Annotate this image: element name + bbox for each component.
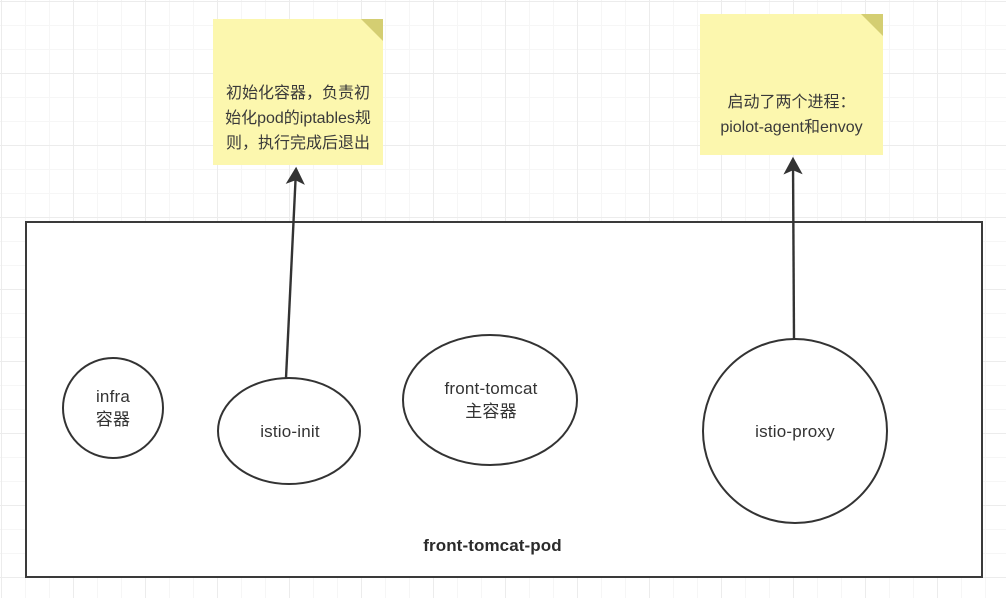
sticky-note-istio-proxy[interactable]: 启动了两个进程：piolot-agent和envoy	[700, 14, 883, 155]
connector-istio-init[interactable]	[284, 166, 305, 379]
container-shape-istio-proxy[interactable]	[702, 338, 888, 524]
pod-title: front-tomcat-pod	[423, 536, 562, 555]
container-shape-infra[interactable]	[62, 357, 164, 459]
note-fold-corner-icon	[861, 14, 883, 36]
container-shape-front-tomcat[interactable]	[402, 334, 578, 466]
container-shape-istio-init[interactable]	[217, 377, 361, 485]
sticky-note-istio-init-text: 初始化容器，负责初始化pod的iptables规则，执行完成后退出	[225, 85, 371, 152]
connector-istio-proxy[interactable]	[783, 156, 803, 341]
sticky-note-istio-init[interactable]: 初始化容器，负责初始化pod的iptables规则，执行完成后退出	[213, 19, 383, 165]
sticky-note-istio-proxy-text: 启动了两个进程：piolot-agent和envoy	[720, 94, 863, 136]
note-fold-corner-icon	[361, 19, 383, 41]
